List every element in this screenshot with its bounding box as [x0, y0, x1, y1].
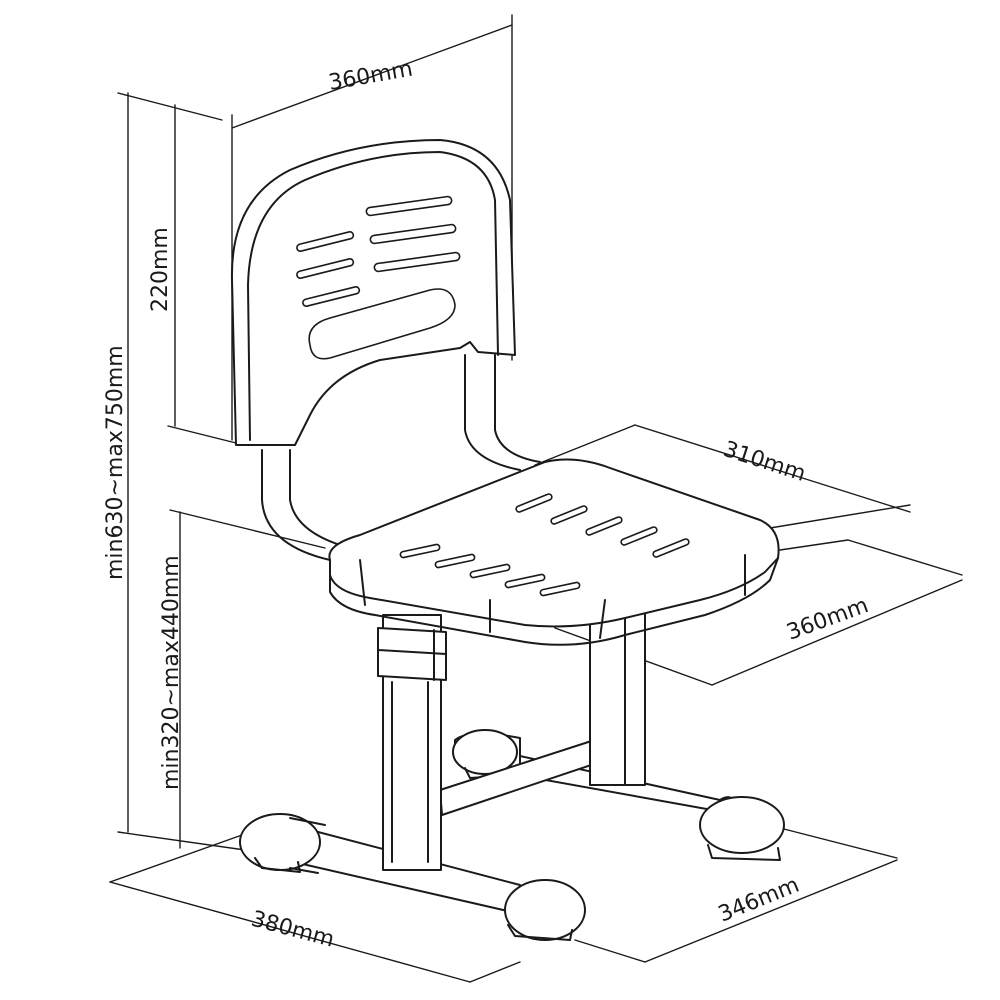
- seat-vent-slots: [399, 493, 690, 597]
- backrest-vent-slots: [296, 195, 461, 360]
- base-width-label: 346mm: [715, 873, 803, 928]
- backrest-width-label: 360mm: [327, 57, 415, 96]
- seat: [328, 458, 780, 646]
- seat-depth-label: 310mm: [720, 437, 808, 487]
- base-depth-label: 380mm: [248, 907, 336, 953]
- seat-height-label: min320~max440mm: [159, 555, 184, 790]
- seat-width-label: 360mm: [784, 593, 872, 646]
- chair-base: [239, 729, 785, 941]
- total-height-label: min630~max750mm: [103, 345, 128, 580]
- height-adjustable-columns: [377, 609, 646, 871]
- backrest: [230, 139, 516, 446]
- backrest-height-label: 220mm: [148, 227, 173, 312]
- backrest-support: [261, 354, 541, 561]
